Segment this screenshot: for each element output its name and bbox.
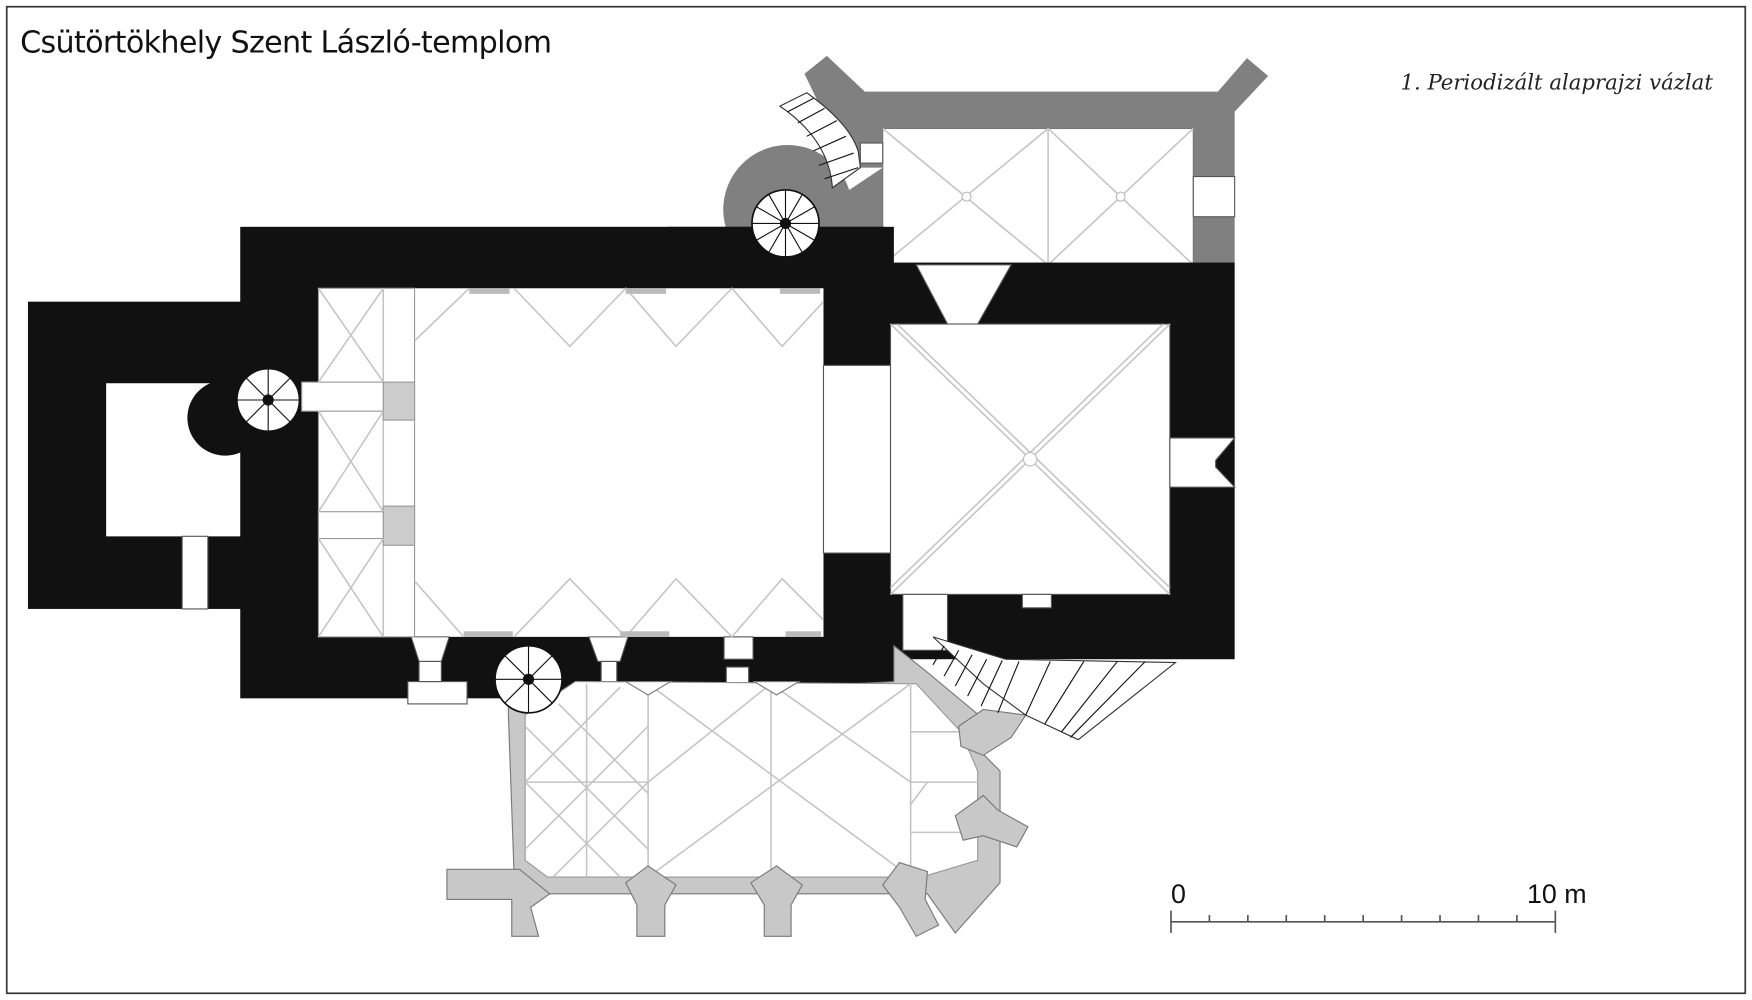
wall-pilaster [469, 288, 510, 294]
scale-start-label: 0 [1171, 879, 1186, 909]
chapel-vault-ribs [524, 681, 978, 878]
boss [1115, 191, 1126, 202]
stair-step [813, 135, 847, 152]
scale-end-label: 10 m [1527, 879, 1587, 909]
wall-pilaster [779, 288, 821, 294]
south-window-splay [588, 636, 629, 663]
vault-rib [770, 683, 912, 783]
east-window [1169, 437, 1236, 488]
west-gallery [317, 287, 416, 638]
stair-step [943, 650, 960, 677]
external-stair [932, 636, 1178, 741]
stair-step [1070, 661, 1146, 738]
boss [1022, 451, 1038, 467]
gallery-rib [317, 410, 384, 513]
newel-post [522, 673, 535, 685]
curved-stair [778, 92, 861, 189]
buttress [625, 865, 677, 937]
boss [961, 191, 972, 202]
stair-step [824, 167, 859, 180]
stair-step [1044, 661, 1085, 725]
stair-step [797, 107, 825, 124]
stair-step [967, 658, 988, 697]
south-window-splay [723, 636, 754, 660]
buttress [750, 865, 803, 937]
stair-treads [494, 645, 563, 713]
gallery-rib [317, 287, 384, 383]
doorway-splay [623, 681, 673, 696]
stair-flight [932, 636, 1178, 741]
south-window-shaft [725, 666, 750, 684]
stair-step [997, 661, 1020, 714]
scale-bar: 0 10 m [1170, 879, 1587, 933]
wall-pilaster [463, 631, 513, 637]
nave-lunette-south [513, 577, 825, 639]
stair-step [818, 152, 854, 166]
sacristy-room [882, 127, 1194, 266]
gallery-rib [317, 538, 384, 638]
spiral-stair-north [751, 189, 820, 258]
figure-subtitle: 1. Periodizált alaprajzi vázlat [1400, 70, 1713, 95]
gallery-pier [382, 505, 416, 546]
buttress [882, 861, 940, 938]
doorway-splay [752, 681, 801, 696]
buttress [954, 794, 1029, 848]
south-window-shaft [418, 660, 442, 683]
gallery-opening [317, 511, 384, 540]
sanctuary-vaulting [889, 323, 1171, 595]
newel-post [262, 394, 274, 406]
stair-treads [751, 189, 820, 257]
wall-pilaster [785, 631, 822, 637]
vault-rib [524, 781, 621, 878]
stair-step [806, 120, 838, 137]
vault-rib [910, 781, 929, 805]
window-opening [1192, 175, 1236, 218]
south-window-shaft [600, 660, 618, 683]
vault-rib [524, 686, 621, 783]
stair-step [1025, 661, 1051, 716]
scale-ticks [1170, 910, 1557, 933]
chancel-arch-passage [822, 364, 892, 554]
stair-treads [236, 368, 300, 432]
tower-door [181, 535, 209, 610]
nave-lunette-north [414, 287, 470, 342]
buttress [446, 868, 551, 937]
buttress [958, 708, 1027, 756]
chapel-interior [524, 681, 979, 878]
vault-rib [647, 683, 772, 783]
vault-rib [558, 703, 649, 794]
stair-step [1061, 661, 1118, 733]
spiral-stair-west [236, 367, 301, 433]
vault-rib [647, 683, 912, 878]
nave-vaulting [301, 287, 825, 639]
newel-post [779, 217, 792, 230]
tower-room [106, 383, 241, 537]
stair-step [954, 654, 973, 687]
south-chapel [446, 644, 1029, 938]
gallery-pier [382, 381, 416, 421]
nave-lunette-south [413, 580, 465, 638]
north-sacristy [723, 55, 1269, 266]
figure-title: Csütörtökhely Szent László-templom [20, 26, 551, 61]
stair-step [932, 645, 945, 666]
stair-step [787, 97, 814, 113]
spiral-stair-south [494, 644, 563, 714]
nave-lunette-north [513, 287, 825, 348]
gallery-opening [301, 381, 384, 412]
wall-pilaster [625, 288, 666, 294]
stair-step [980, 660, 1003, 707]
wall-pilaster [620, 631, 670, 637]
south-window [407, 681, 468, 705]
niche [1021, 593, 1052, 609]
doorway [859, 142, 884, 164]
vault-rib [552, 781, 649, 878]
